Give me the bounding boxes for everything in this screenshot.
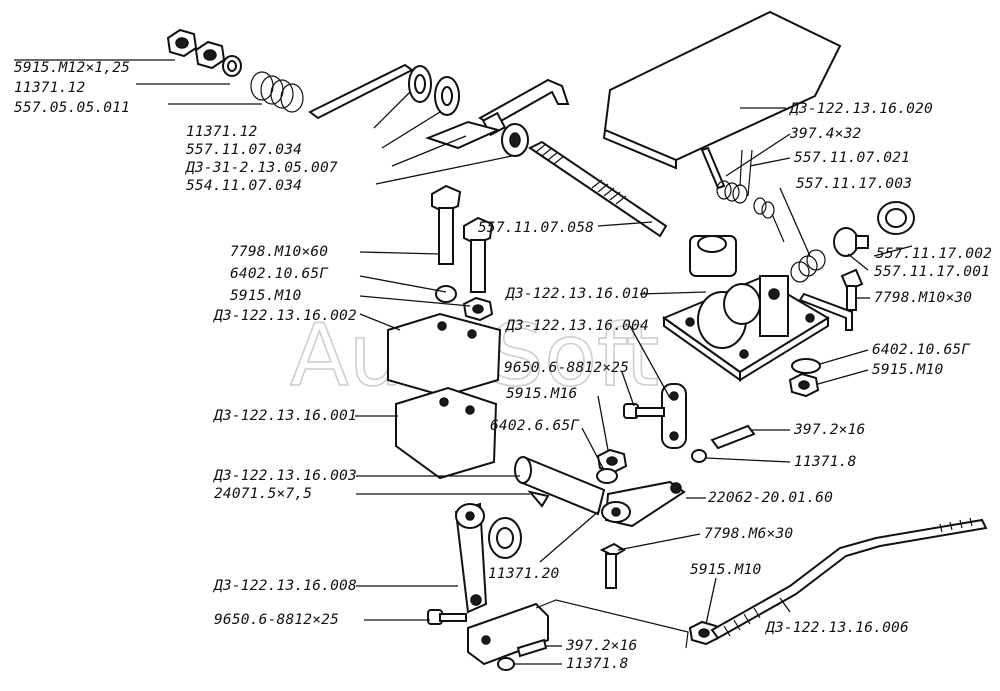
pin-4x32 [700, 146, 726, 190]
nut-m12 [194, 40, 226, 70]
link-004 [661, 383, 687, 449]
pedal-pad [602, 10, 842, 170]
cylinder-003 [514, 456, 606, 516]
washer-shaft [501, 123, 529, 157]
label-38: 397.2×16 [565, 638, 637, 654]
label-37: ДЗ-122.13.16.006 [764, 620, 909, 636]
label-14: 9650.6-8812×25 [504, 360, 629, 376]
part-labels: 5915.М12×1,25 11371.12 557.05.05.011 113… [14, 60, 992, 672]
bent-pin [798, 292, 853, 331]
label-9: 6402.10.65Г [230, 266, 329, 282]
label-11: ДЗ-122.13.16.002 [212, 308, 357, 324]
key-5x7 [527, 490, 550, 508]
label-4: 557.11.07.034 [186, 142, 302, 158]
bolt-m10x60-left [431, 184, 462, 265]
washer-8-bottom [497, 657, 515, 671]
label-23: ДЗ-122.13.16.020 [788, 101, 933, 117]
label-15: 5915.М16 [506, 386, 577, 402]
label-20: ДЗ-122.13.16.008 [212, 578, 357, 594]
washer-pair [408, 65, 460, 116]
nut-m10-left [462, 296, 494, 322]
label-13: ДЗ-122.13.16.004 [504, 318, 649, 334]
label-2: 557.05.05.011 [14, 100, 130, 116]
link-rod [535, 599, 689, 649]
pin-2x16-right [710, 424, 756, 450]
label-18: ДЗ-122.13.16.003 [212, 468, 357, 484]
bent-rod [308, 63, 414, 120]
label-10: 5915.М10 [230, 288, 302, 304]
shaft-long [528, 140, 668, 238]
nut-m10-right [788, 372, 820, 398]
bolt-m10x30 [840, 268, 864, 311]
bushing [877, 201, 915, 235]
fork-22062 [601, 480, 686, 528]
label-19: 24071.5×7,5 [214, 486, 312, 502]
washer-right [791, 358, 821, 374]
label-8: 7798.М10×60 [230, 244, 328, 260]
washer-8-right [691, 449, 707, 463]
label-26: 557.11.17.003 [796, 176, 912, 192]
plate [425, 120, 501, 150]
label-17: 6402.6.65Г [490, 418, 580, 434]
label-30: 6402.10.65Г [872, 342, 971, 358]
nut-m16 [596, 448, 628, 474]
label-25: 557.11.07.021 [794, 150, 910, 166]
cap-button [833, 227, 869, 257]
label-6: 554.11.07.034 [186, 178, 302, 194]
label-5: ДЗ-31-2.13.05.007 [184, 160, 338, 176]
bolt-9650-lower [427, 609, 467, 625]
lock-washer-6 [596, 468, 618, 484]
washer-20 [488, 517, 522, 559]
label-31: 5915.М10 [872, 362, 944, 378]
nut-m12-top [166, 28, 198, 58]
rod-006 [710, 517, 988, 640]
label-28: 557.11.17.001 [874, 264, 990, 280]
lever-008 [454, 502, 488, 614]
spring-return [716, 149, 753, 204]
spring-base [790, 249, 826, 283]
label-12: ДЗ-122.13.16.010 [504, 286, 649, 302]
label-32: 397.2×16 [793, 422, 865, 438]
label-29: 7798.М10×30 [874, 290, 972, 306]
label-22: 11371.20 [488, 566, 560, 582]
clevis-bottom [467, 602, 549, 666]
spring-small [753, 197, 785, 243]
bolt-m6x30 [599, 542, 626, 589]
label-21: 9650.6-8812×25 [214, 612, 339, 628]
label-36: 5915.М10 [690, 562, 762, 578]
label-16: ДЗ-122.13.16.001 [212, 408, 357, 424]
label-7: 557.11.07.058 [478, 220, 594, 236]
label-0: 5915.М12×1,25 [14, 60, 130, 76]
spring-top-left [250, 71, 304, 113]
label-27: 557.11.17.002 [876, 246, 992, 262]
pin-2x16-bottom [516, 638, 548, 658]
label-34: 22062-20.01.60 [708, 490, 833, 506]
leader-lines [14, 59, 913, 665]
label-35: 7798.М6×30 [704, 526, 793, 542]
bolt-9650-upper [623, 403, 665, 419]
label-1: 11371.12 [14, 80, 85, 96]
base-plate-assembly [661, 235, 830, 382]
block-lower [395, 386, 498, 480]
bolt-m10x60-right [463, 216, 494, 293]
label-3: 11371.12 [186, 124, 257, 140]
label-24: 397.4×32 [789, 126, 861, 142]
lock-washer-left [435, 285, 457, 303]
block-upper [387, 312, 502, 398]
label-39: 11371.8 [566, 656, 629, 672]
washer-12 [222, 55, 242, 77]
bracket-top [478, 78, 570, 137]
label-33: 11371.8 [794, 454, 857, 470]
